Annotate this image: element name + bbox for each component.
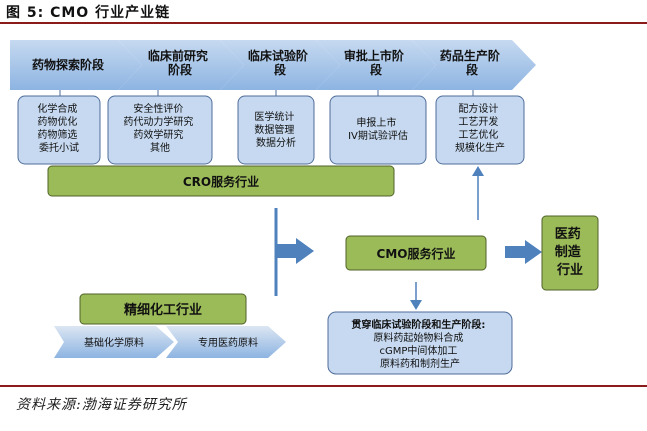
stage-box-3 [237, 95, 315, 165]
stage-box-1-text: 化学合成 药物优化 药物筛选 委托小试 [37, 102, 80, 154]
fine-chemical-box [79, 293, 247, 325]
cro-services-bar [47, 165, 395, 197]
stage-box-1 [17, 95, 101, 165]
stage-box-2 [107, 95, 213, 165]
cmo-services-label: CMO服务行业 [377, 246, 456, 261]
arrow-to-pharma [505, 240, 542, 264]
stage-box-4-text: 申报上市 IV期试验评估 [348, 116, 408, 142]
stage-label-3: 临床试验阶 段 [248, 48, 312, 77]
cro-services-label: CRO服务行业 [183, 174, 259, 189]
up-arrowhead [472, 166, 484, 176]
stage-chevron-5 [412, 40, 536, 90]
stage-label-5: 药品生产阶 段 [440, 48, 504, 77]
stage-box-2-text: 安全性评价 药代动力学研究 药效学研究 其他 [123, 102, 196, 154]
bottom-rule [0, 385, 647, 387]
down-arrowhead [410, 300, 422, 310]
figure-title: 图 5: CMO 行业产业链 [6, 5, 171, 21]
stage-box-5-text: 配方设计 工艺开发 工艺优化 规模化生产 [455, 102, 505, 154]
stage-chevron-4 [316, 40, 436, 90]
stage-chevron-2 [118, 40, 244, 90]
base-label-1: 基础化学原料 [84, 336, 144, 349]
cmo-detail-text: 贯穿临床试验阶段和生产阶段: 原料药起始物料合成 cGMP中间体加工 原料药和制… [351, 318, 488, 370]
base-chevron-1 [54, 326, 174, 358]
stage-box-4 [329, 95, 427, 165]
pharma-manufacturing-box [541, 215, 599, 291]
stage-label-4: 审批上市阶 段 [344, 48, 408, 77]
stage-connectors [59, 90, 474, 96]
cmo-services-box [345, 235, 487, 271]
stage-label-1: 药物探索阶段 [32, 57, 105, 72]
stage-box-5 [435, 95, 525, 165]
base-label-2: 专用医药原料 [198, 336, 258, 349]
pharma-manufacturing-label: 医药 制造 行业 [555, 226, 586, 278]
stage-chevron-row: 药物探索阶段 临床前研究 阶段 临床试验阶 段 审批上市阶 段 药品生产阶 段 [10, 40, 536, 90]
fine-chemical-label: 精细化工行业 [124, 302, 202, 318]
stage-detail-boxes: 化学合成 药物优化 药物筛选 委托小试 安全性评价 药代动力学研究 药效学研究 … [17, 95, 525, 165]
stage-chevron-3 [220, 40, 340, 90]
arrow-to-cmo [276, 238, 314, 264]
stage-box-3-text: 医学统计 数据管理 数据分析 [254, 110, 297, 149]
source-note: 资料来源:渤海证券研究所 [16, 397, 187, 413]
stage-chevron-1 [10, 40, 142, 90]
stage-label-2: 临床前研究 阶段 [148, 48, 212, 77]
cmo-detail-box [327, 311, 513, 375]
base-chevron-2 [166, 326, 286, 358]
top-rule [0, 22, 647, 24]
